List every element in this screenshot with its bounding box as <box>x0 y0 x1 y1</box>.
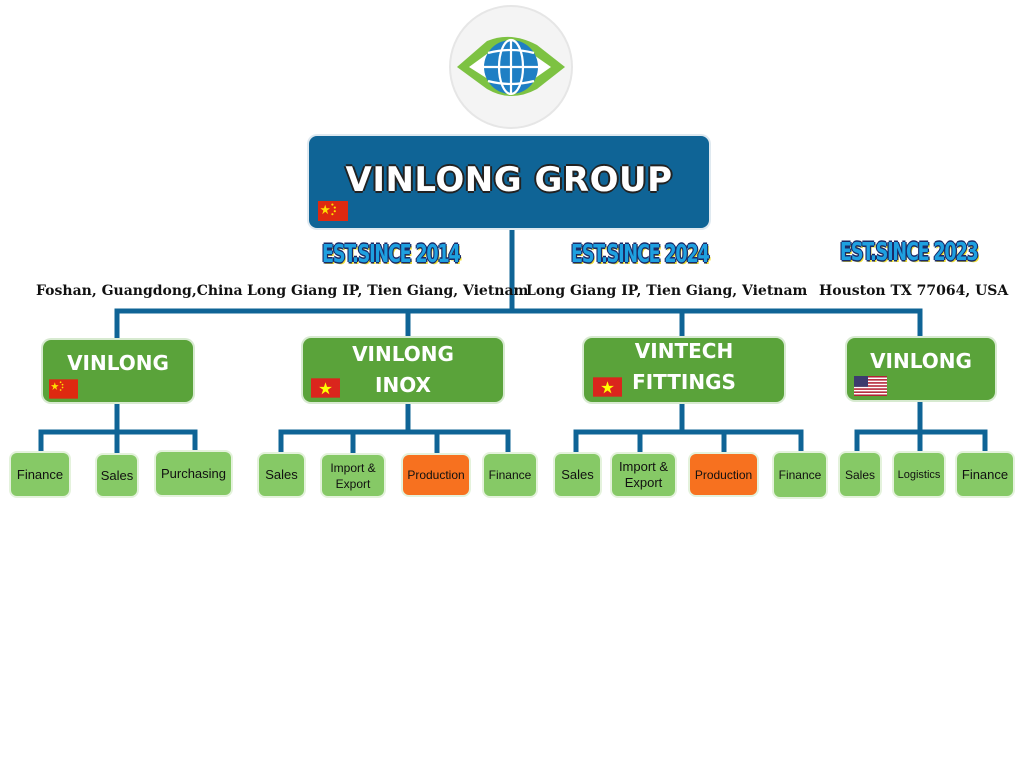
department-label: Import & Export <box>618 459 669 490</box>
department-node-import-export: Import & Export <box>612 454 675 496</box>
department-label: Finance <box>488 468 532 482</box>
department-node-purchasing: Purchasing <box>156 452 231 495</box>
location-label: Foshan, Guangdong,China <box>36 283 243 299</box>
department-label: Import & Export <box>330 460 376 491</box>
location-label: Long Giang IP, Tien Giang, Vietnam <box>526 283 808 299</box>
company-name: VINLONG <box>870 349 972 373</box>
company-logo <box>451 7 571 127</box>
department-node-finance: Finance <box>484 454 536 496</box>
department-label: Sales <box>100 467 134 483</box>
company-name: VINLONG <box>67 351 169 375</box>
department-node-import-export: Import & Export <box>322 455 384 496</box>
company-node-vinlong-inox: VINLONG INOX <box>303 338 503 402</box>
department-label: Purchasing <box>160 465 227 481</box>
vietnam-flag-icon <box>311 378 340 398</box>
department-node-finance: Finance <box>774 453 826 497</box>
department-node-sales: Sales <box>97 455 137 496</box>
company-name-line2: FITTINGS <box>632 370 736 394</box>
department-label: Logistics <box>897 468 941 481</box>
department-node-finance: Finance <box>957 453 1013 496</box>
root-node: VINLONG GROUP <box>309 136 709 228</box>
department-node-production: Production <box>403 455 469 495</box>
usa-flag-icon <box>854 376 887 396</box>
company-node-vinlong-china: VINLONG <box>43 340 193 402</box>
company-node-vintech-fittings: VINTECH FITTINGS <box>584 338 784 402</box>
department-label: Sales <box>844 467 876 482</box>
established-label: EST.SINCE 2014 <box>322 239 461 268</box>
department-node-logistics: Logistics <box>894 453 944 496</box>
company-name-line1: VINTECH <box>634 339 734 363</box>
department-node-production: Production <box>690 454 757 495</box>
china-flag-icon <box>49 379 78 399</box>
vietnam-flag-icon <box>593 377 622 397</box>
department-label: Sales <box>265 467 298 482</box>
department-node-sales: Sales <box>259 454 304 496</box>
department-label: Sales <box>561 467 594 482</box>
department-label: Finance <box>16 466 64 482</box>
company-name-line1: VINLONG <box>352 342 454 366</box>
department-label: Production <box>407 468 465 482</box>
location-label: Long Giang IP, Tien Giang, Vietnam <box>247 283 529 299</box>
established-label: EST.SINCE 2023 <box>840 237 979 266</box>
company-name-line2: INOX <box>375 373 431 397</box>
department-label: Finance <box>778 468 822 482</box>
department-node-sales: Sales <box>555 454 600 496</box>
established-label: EST.SINCE 2024 <box>571 239 710 268</box>
department-node-finance: Finance <box>11 453 69 496</box>
root-title: VINLONG GROUP <box>345 160 673 200</box>
globe-logo-icon <box>457 36 565 96</box>
department-label: Finance <box>961 466 1009 482</box>
location-label: Houston TX 77064, USA <box>819 283 1009 299</box>
department-node-sales: Sales <box>840 453 880 496</box>
china-flag-icon <box>318 201 348 221</box>
company-node-vinlong-usa: VINLONG <box>847 338 995 400</box>
department-label: Production <box>694 467 753 482</box>
